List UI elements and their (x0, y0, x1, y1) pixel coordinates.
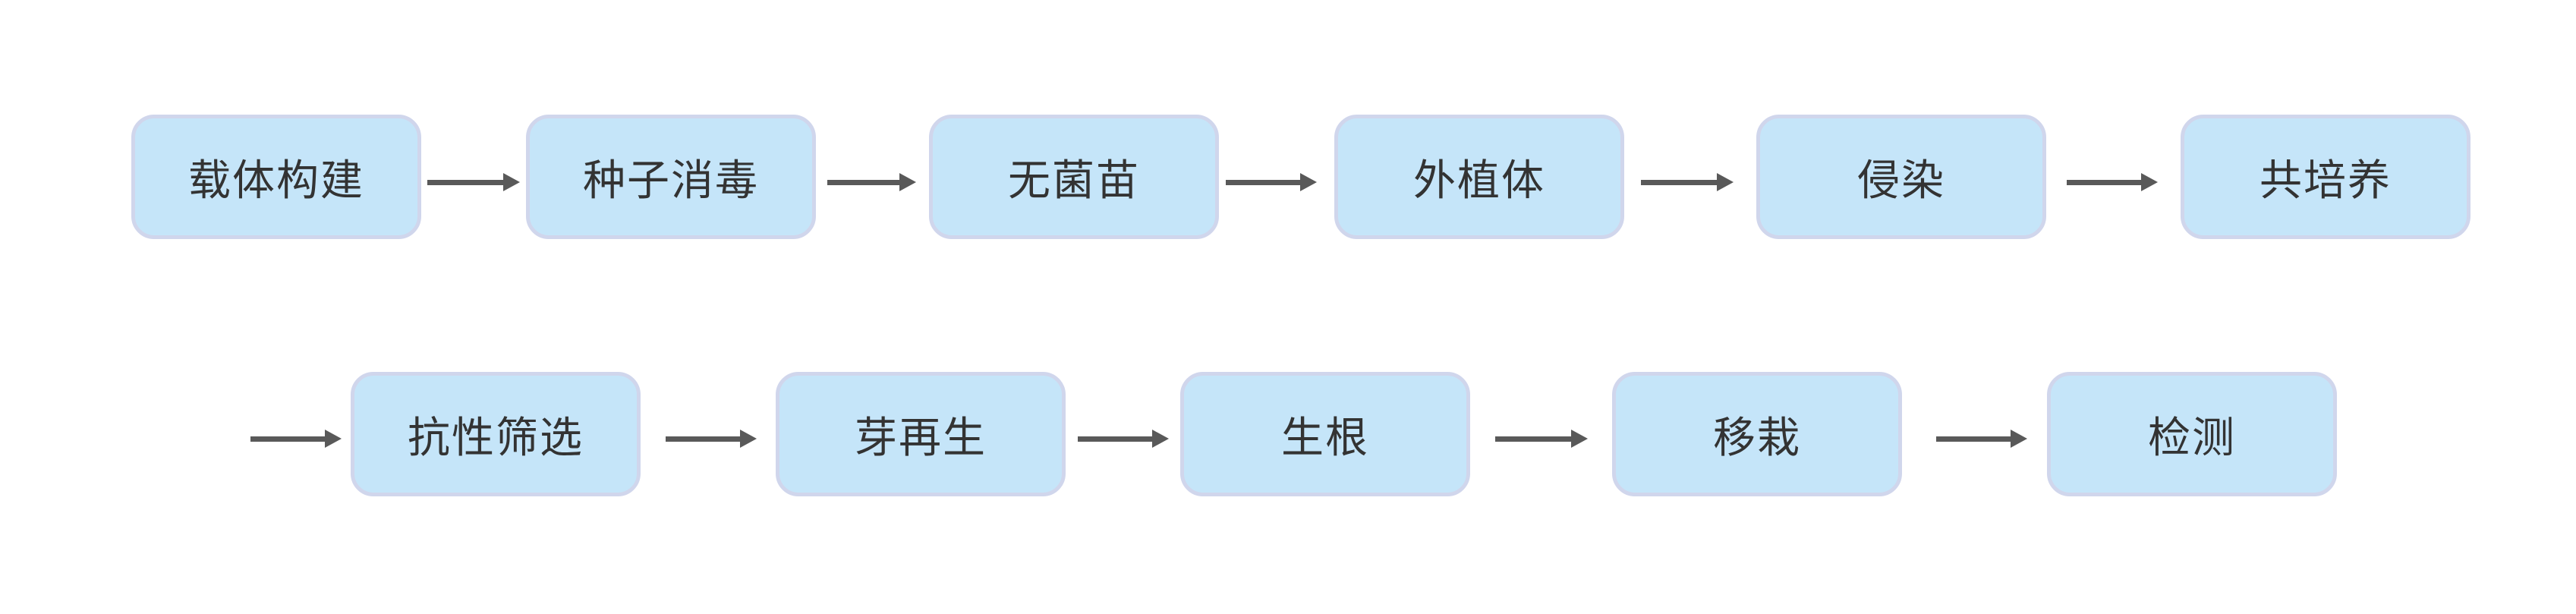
arrow-right (827, 173, 916, 191)
step-sterile-seedling: 无菌苗 (929, 115, 1219, 239)
step-resistance-screening: 抗性筛选 (351, 372, 641, 496)
arrow-right (1641, 173, 1734, 191)
step-label: 抗性筛选 (408, 413, 584, 463)
step-label: 移栽 (1713, 413, 1801, 463)
step-rooting: 生根 (1180, 372, 1470, 496)
arrow-right (1226, 173, 1317, 191)
arrow-right (1078, 430, 1169, 448)
step-label: 芽再生 (855, 413, 987, 463)
step-label: 侵染 (1857, 156, 1945, 206)
step-shoot-regeneration: 芽再生 (776, 372, 1066, 496)
step-label: 检测 (2148, 413, 2236, 463)
arrow-right (427, 173, 520, 191)
step-label: 共培养 (2260, 156, 2392, 206)
step-vector-construction: 载体构建 (131, 115, 421, 239)
arrow-right (2067, 173, 2158, 191)
step-transplanting: 移栽 (1612, 372, 1902, 496)
arrow-right (250, 430, 342, 448)
arrow-right (666, 430, 757, 448)
step-label: 无菌苗 (1008, 156, 1140, 206)
step-co-cultivation: 共培养 (2181, 115, 2471, 239)
step-label: 外植体 (1413, 156, 1545, 206)
step-label: 生根 (1281, 413, 1369, 463)
step-label: 载体构建 (188, 156, 364, 206)
arrow-right (1495, 430, 1588, 448)
step-label: 种子消毒 (583, 156, 759, 206)
arrow-right (1936, 430, 2027, 448)
step-explant: 外植体 (1334, 115, 1624, 239)
step-seed-disinfection: 种子消毒 (526, 115, 816, 239)
step-infection: 侵染 (1756, 115, 2046, 239)
step-detection: 检测 (2047, 372, 2337, 496)
